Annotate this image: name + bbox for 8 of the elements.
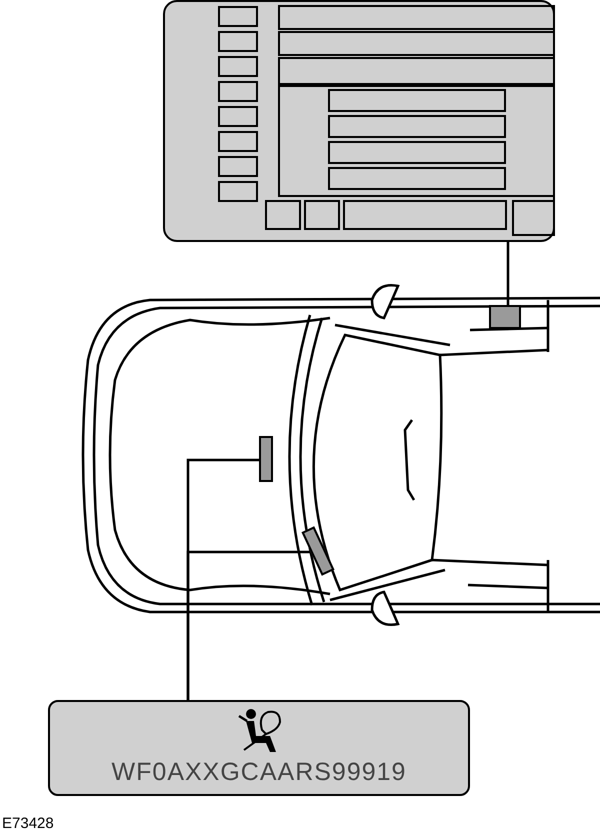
vin-number: WF0AXXGCAARS99919: [112, 758, 406, 787]
vin-location-marker: [259, 436, 273, 482]
vin-label: [48, 700, 470, 796]
plate-location-marker: [489, 305, 521, 329]
vehicle-plate: [163, 0, 555, 242]
figure-code: E73428: [2, 815, 54, 832]
leader-line: [506, 242, 510, 305]
leader-line: [186, 550, 313, 700]
